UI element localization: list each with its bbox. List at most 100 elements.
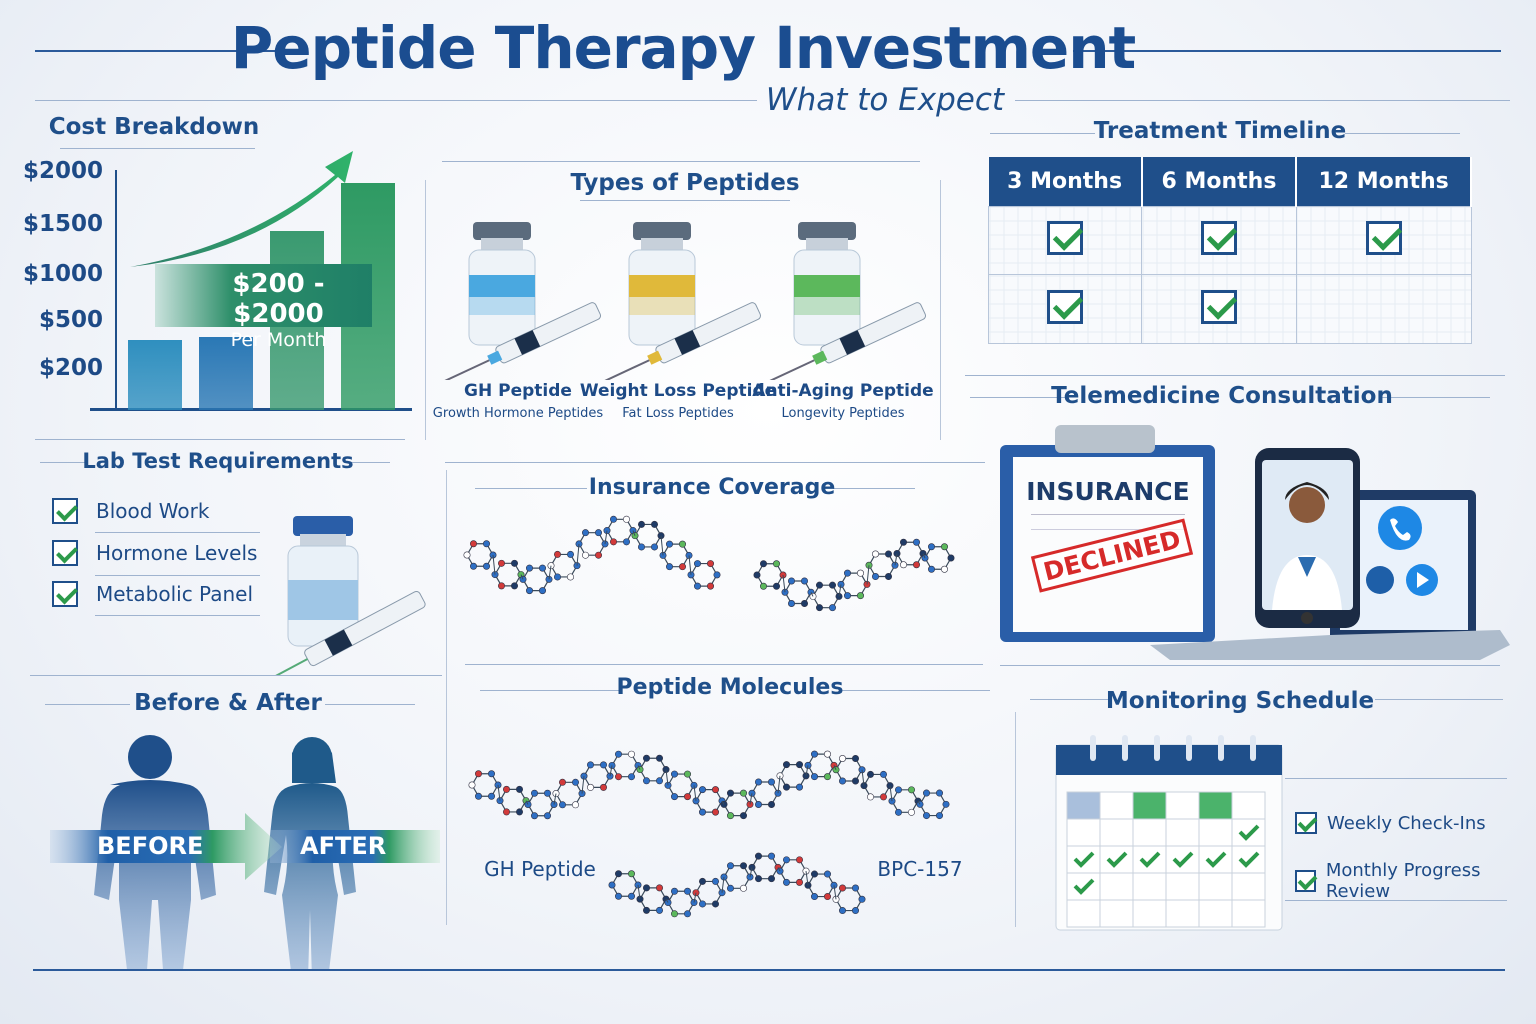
cost-range-badge: $200 - $2000 Per Month bbox=[155, 264, 372, 351]
y-tick: $500 bbox=[38, 307, 103, 333]
molecule-ring bbox=[751, 781, 779, 806]
molecule-ring bbox=[835, 757, 863, 782]
peptide-vial-icon bbox=[434, 222, 602, 380]
checkbox-icon bbox=[52, 540, 78, 566]
insurance-title: Insurance Coverage bbox=[588, 475, 836, 500]
divider bbox=[35, 100, 757, 101]
molecule-ring bbox=[555, 781, 583, 806]
check-icon bbox=[1047, 221, 1084, 256]
timeline-col-header: 3 Months bbox=[988, 157, 1143, 207]
cost-bar bbox=[199, 336, 253, 410]
page-subtitle: What to Expect bbox=[765, 82, 1005, 118]
molecule-ring bbox=[527, 792, 555, 817]
molecule-ring bbox=[639, 887, 667, 911]
check-icon bbox=[1047, 290, 1084, 325]
molecule-ring bbox=[919, 792, 947, 817]
divider bbox=[840, 690, 990, 691]
molecule-ring bbox=[807, 873, 835, 898]
molecule-ring bbox=[550, 553, 578, 578]
divider bbox=[1345, 133, 1460, 134]
molecule-ring bbox=[863, 773, 891, 798]
monitoring-item-weekly: Weekly Check-Ins bbox=[1295, 812, 1486, 834]
divider bbox=[350, 462, 390, 463]
timeline-cell bbox=[1295, 274, 1472, 344]
timeline-cell bbox=[1141, 205, 1297, 276]
molecule-diagram bbox=[468, 750, 950, 918]
lab-item-label: Blood Work bbox=[96, 499, 210, 523]
lab-item-hormone-levels: Hormone Levels bbox=[52, 540, 257, 566]
clipboard-paper: INSURANCE DECLINED bbox=[1013, 457, 1203, 632]
molecule-ring bbox=[779, 859, 807, 883]
molecule-ring bbox=[639, 757, 667, 782]
molecule-ring bbox=[723, 865, 751, 889]
monitoring-item-monthly: Monthly Progress Review bbox=[1295, 860, 1536, 902]
divider bbox=[965, 375, 1505, 376]
lab-item-label: Hormone Levels bbox=[96, 541, 258, 565]
monitoring-title: Monitoring Schedule bbox=[1105, 688, 1375, 714]
molecule-ring bbox=[807, 753, 835, 778]
video-call-icon bbox=[1150, 448, 1510, 660]
molecule-ring bbox=[891, 789, 919, 813]
divider bbox=[475, 488, 587, 489]
clipboard-clip-icon bbox=[1055, 425, 1155, 453]
molecule-ring bbox=[695, 789, 723, 813]
timeline-cell bbox=[987, 274, 1143, 344]
divider bbox=[990, 133, 1095, 134]
divider bbox=[1030, 699, 1110, 700]
divider bbox=[445, 462, 985, 463]
molecule-ring bbox=[868, 553, 896, 578]
molecule-ring bbox=[812, 584, 840, 609]
divider bbox=[60, 148, 255, 149]
timeline-cell bbox=[987, 205, 1143, 276]
growth-arrow-icon bbox=[130, 151, 353, 267]
molecule-ring bbox=[499, 788, 527, 813]
checkbox-icon bbox=[1295, 870, 1316, 892]
molecule-ring bbox=[494, 562, 522, 587]
divider bbox=[1015, 712, 1016, 927]
molecule-ring bbox=[896, 541, 924, 566]
y-tick: $200 bbox=[38, 355, 103, 381]
molecule-label: BPC-157 bbox=[877, 857, 963, 881]
cost-range-sub: Per Month bbox=[230, 329, 327, 351]
peptide-type-sub: Growth Hormone Peptides bbox=[432, 406, 604, 421]
check-icon bbox=[1200, 290, 1237, 325]
molecule-ring bbox=[471, 773, 499, 797]
molecule-ring bbox=[466, 543, 494, 567]
divider bbox=[95, 575, 260, 576]
molecule-ring bbox=[779, 763, 807, 788]
molecule-ring bbox=[695, 880, 723, 905]
divider bbox=[425, 180, 426, 440]
timeline-row bbox=[987, 205, 1472, 276]
divider bbox=[1380, 397, 1490, 398]
peptide-type-name: GH Peptide bbox=[464, 381, 572, 401]
cost-bar bbox=[128, 340, 182, 410]
molecule-ring bbox=[662, 543, 690, 568]
divider bbox=[95, 615, 260, 616]
peptide-type-sub: Fat Loss Peptides bbox=[622, 406, 734, 421]
molecule-ring bbox=[756, 563, 784, 587]
peptide-type-name: Anti-Aging Peptide bbox=[752, 381, 934, 401]
peptide-vial-icon bbox=[759, 222, 927, 380]
before-label: BEFORE bbox=[97, 832, 204, 860]
molecule-ring bbox=[583, 764, 611, 789]
check-icon bbox=[1200, 221, 1237, 256]
lab-item-metabolic-panel: Metabolic Panel bbox=[52, 581, 253, 607]
lab-title: Lab Test Requirements bbox=[82, 449, 354, 473]
molecule-ring bbox=[723, 792, 751, 817]
divider bbox=[30, 675, 442, 676]
divider bbox=[45, 704, 130, 705]
lab-item-label: Metabolic Panel bbox=[96, 582, 254, 606]
cost-range: $200 - $2000 bbox=[232, 269, 325, 329]
checkbox-icon bbox=[52, 581, 78, 607]
molecule-ring bbox=[578, 532, 606, 556]
divider bbox=[1015, 100, 1510, 101]
telemedicine-title: Telemedicine Consultation bbox=[1051, 383, 1393, 409]
insurance-clipboard: INSURANCE DECLINED bbox=[1000, 425, 1215, 642]
molecule-ring bbox=[840, 572, 868, 597]
divider bbox=[970, 397, 1068, 398]
divider bbox=[35, 439, 405, 440]
divider bbox=[940, 180, 941, 440]
divider bbox=[480, 690, 620, 691]
monitoring-item-label: Weekly Check-Ins bbox=[1327, 812, 1486, 834]
body-silhouettes-icon bbox=[50, 735, 440, 970]
